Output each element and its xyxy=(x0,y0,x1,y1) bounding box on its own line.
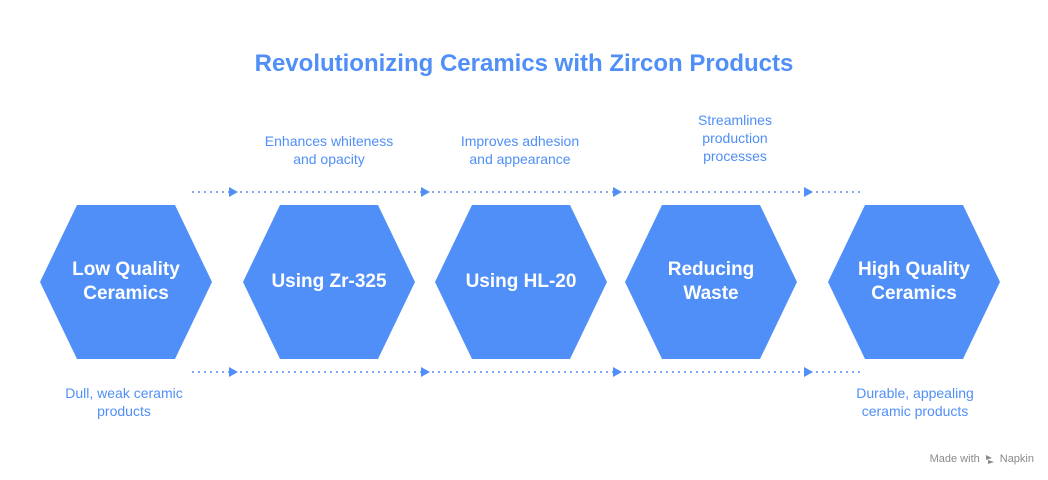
note-line: and appearance xyxy=(469,151,571,167)
note-line: processes xyxy=(703,148,767,164)
note-enhances-whiteness: Enhances whiteness and opacity xyxy=(229,132,429,168)
stage-label-line: Using HL-20 xyxy=(465,271,577,292)
note-line: products xyxy=(97,403,151,419)
diagram-title: Revolutionizing Ceramics with Zircon Pro… xyxy=(254,50,794,77)
arrowhead-icon xyxy=(421,187,430,197)
stage-label-line: Ceramics xyxy=(83,283,169,304)
arrowhead-icon xyxy=(804,367,813,377)
note-line: ceramic products xyxy=(861,403,969,419)
napkin-logo-icon xyxy=(985,455,994,464)
stage-label-line: Using Zr-325 xyxy=(271,271,387,292)
stage-label-line: Ceramics xyxy=(871,283,957,304)
arrowhead-icon xyxy=(613,367,622,377)
stage-hexagon xyxy=(625,205,797,359)
arrowhead-icon xyxy=(229,187,238,197)
stage-using-zr-325: Using Zr-325 xyxy=(243,205,415,359)
stage-hexagon xyxy=(40,205,212,359)
note-line: production xyxy=(702,130,768,146)
stage-label-line: Reducing xyxy=(667,259,755,280)
stage-hexagon xyxy=(828,205,1000,359)
stage-hexagons xyxy=(40,205,1000,359)
note-improves-adhesion: Improves adhesion and appearance xyxy=(420,132,620,168)
note-streamlines-production: Streamlines production processes xyxy=(635,111,835,165)
note-dull-weak: Dull, weak ceramic products xyxy=(24,384,224,420)
stage-label-line: High Quality xyxy=(858,259,970,280)
note-line: Streamlines xyxy=(698,112,772,128)
note-line: Improves adhesion xyxy=(460,133,580,149)
arrowhead-icon xyxy=(421,367,430,377)
note-line: Durable, appealing xyxy=(856,385,974,401)
top-arrow-row xyxy=(192,187,864,197)
watermark-brand: Napkin xyxy=(999,453,1034,465)
note-durable-appealing: Durable, appealing ceramic products xyxy=(815,384,1015,420)
stage-using-hl-20: Using HL-20 xyxy=(435,205,607,359)
stage-label-line: Waste xyxy=(683,283,739,304)
made-with-napkin-watermark: Made with Napkin xyxy=(930,453,1034,465)
arrowhead-icon xyxy=(613,187,622,197)
stage-label-line: Low Quality xyxy=(72,259,180,280)
bottom-arrow-row xyxy=(192,367,864,377)
note-line: Enhances whiteness xyxy=(264,133,394,149)
arrowhead-icon xyxy=(804,187,813,197)
arrowhead-icon xyxy=(229,367,238,377)
note-line: and opacity xyxy=(293,151,365,167)
stage-hexagon xyxy=(435,205,607,359)
note-line: Dull, weak ceramic xyxy=(65,385,183,401)
watermark-prefix: Made with xyxy=(929,453,980,465)
stage-hexagon xyxy=(243,205,415,359)
